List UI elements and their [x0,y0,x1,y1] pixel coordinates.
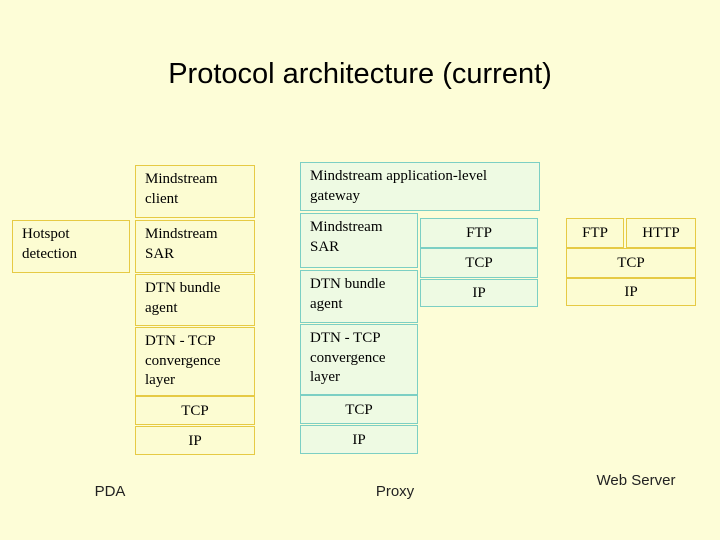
proxy-layer-ip: IP [300,425,418,454]
proxy-layer-label: DTN - TCP convergence layer [310,330,386,385]
endpoint-label-web-server-text: Web Server [596,472,676,489]
webserver-app-label: FTP [582,225,608,242]
pda-layer-label: DTN - TCP convergence layer [145,333,221,388]
webserver-app-label: HTTP [642,225,680,242]
proxy-side-layer-label: IP [472,285,486,302]
proxy-side-layer-ip: IP [420,279,538,307]
proxy-layer-label: TCP [345,401,373,418]
pda-layer-dtn-bundle-agent: DTN bundle agent [135,274,255,326]
webserver-app-http: HTTP [626,218,696,248]
pda-layer-label: Mindstream SAR [145,226,218,262]
pda-layer-mindstream-client: Mindstream client [135,165,255,218]
pda-layer-label: DTN bundle agent [145,280,221,316]
webserver-layer-label: TCP [617,255,645,272]
pda-hotspot-detection-label: Hotspot detection [22,226,77,262]
endpoint-label-pda-text: PDA [94,483,126,500]
pda-layer-mindstream-sar: Mindstream SAR [135,220,255,273]
proxy-side-layer-label: TCP [465,255,493,272]
pda-layer-label: Mindstream client [145,171,218,207]
proxy-layer-label: Mindstream SAR [310,219,383,255]
webserver-app-ftp: FTP [566,218,624,248]
endpoint-label-proxy: Proxy [350,483,440,502]
pda-hotspot-detection-box: Hotspot detection [12,220,130,273]
proxy-side-layer-label: FTP [466,225,492,242]
proxy-layer-label: DTN bundle agent [310,276,386,312]
proxy-side-layer-tcp: TCP [420,248,538,278]
proxy-gateway-box: Mindstream application-level gateway [300,162,540,211]
pda-layer-ip: IP [135,426,255,455]
page-title: Protocol architecture (current) [168,58,552,90]
endpoint-label-web-server: Web Server [591,472,681,491]
proxy-layer-dtn-bundle-agent: DTN bundle agent [300,270,418,323]
endpoint-label-proxy-text: Proxy [375,483,415,500]
webserver-layer-tcp: TCP [566,248,696,278]
proxy-layer-tcp: TCP [300,395,418,424]
pda-layer-label: IP [188,432,202,449]
webserver-layer-label: IP [624,284,638,301]
webserver-layer-ip: IP [566,278,696,306]
proxy-layer-mindstream-sar: Mindstream SAR [300,213,418,268]
proxy-side-layer-ftp: FTP [420,218,538,248]
pda-layer-label: TCP [181,402,209,419]
endpoint-label-pda: PDA [65,483,155,502]
pda-layer-tcp: TCP [135,396,255,425]
proxy-layer-label: IP [352,431,366,448]
proxy-layer-dtn-tcp-convergence: DTN - TCP convergence layer [300,324,418,395]
pda-layer-dtn-tcp-convergence: DTN - TCP convergence layer [135,327,255,396]
proxy-gateway-label: Mindstream application-level gateway [310,168,488,204]
